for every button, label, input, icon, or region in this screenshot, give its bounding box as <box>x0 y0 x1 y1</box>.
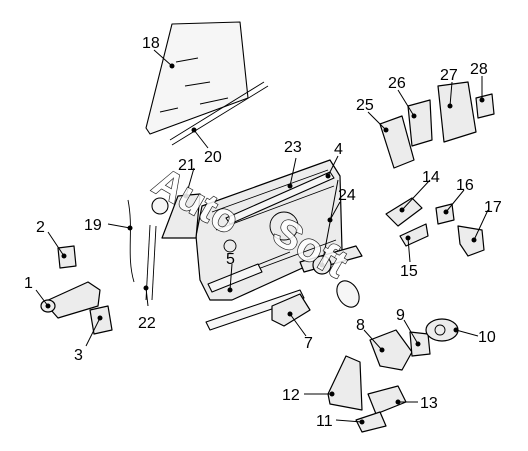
part-latch-assembly[interactable] <box>437 81 477 143</box>
part-mirror-trim[interactable] <box>161 193 201 239</box>
part-striker-plate[interactable] <box>425 318 459 342</box>
part-handle-grip[interactable] <box>355 411 387 433</box>
callout-1: 1 <box>24 275 33 292</box>
callout-19: 19 <box>84 217 102 234</box>
callout-20: 20 <box>204 149 222 166</box>
callout-26: 26 <box>388 75 406 92</box>
callout-24: 24 <box>338 187 356 204</box>
part-weatherstrip[interactable] <box>171 85 269 146</box>
part-upper-hinge[interactable] <box>57 245 77 269</box>
part-trim-plate[interactable] <box>379 115 415 169</box>
callout-labels: 1 2 3 4 5 6 7 8 9 10 11 12 13 14 15 16 1… <box>24 35 502 430</box>
callout-9: 9 <box>396 307 405 324</box>
callout-27: 27 <box>440 67 458 84</box>
callout-28: 28 <box>470 61 488 78</box>
leader-lines <box>35 49 489 423</box>
callout-16: 16 <box>456 177 474 194</box>
part-regulator-rail[interactable] <box>225 171 335 225</box>
leader-dots <box>45 63 485 425</box>
callout-4: 4 <box>334 141 343 158</box>
callout-18: 18 <box>142 35 160 52</box>
callout-23: 23 <box>284 139 302 156</box>
part-small-clip[interactable] <box>475 93 495 119</box>
callout-22: 22 <box>138 315 156 332</box>
part-lock-cylinder[interactable] <box>457 225 485 257</box>
callout-3: 3 <box>74 347 83 364</box>
callout-8: 8 <box>356 317 365 334</box>
callout-13: 13 <box>420 395 438 412</box>
part-inner-handle[interactable] <box>385 197 423 227</box>
callout-21: 21 <box>178 157 196 174</box>
part-outer-handle[interactable] <box>367 385 407 415</box>
part-small-bracket[interactable] <box>151 197 169 215</box>
callout-15: 15 <box>400 263 418 280</box>
callout-14: 14 <box>422 169 440 186</box>
part-handle-rod[interactable] <box>399 223 429 247</box>
part-front-seal[interactable] <box>127 199 135 283</box>
part-door-latch[interactable] <box>369 329 413 371</box>
callout-17: 17 <box>484 199 502 216</box>
callout-5: 5 <box>226 251 235 268</box>
part-trim-cover[interactable] <box>407 99 433 147</box>
callout-25: 25 <box>356 97 374 114</box>
part-window-glass[interactable] <box>145 21 249 135</box>
part-handle-bracket[interactable] <box>327 355 363 411</box>
part-lower-rail[interactable] <box>207 263 263 293</box>
callout-7: 7 <box>304 335 313 352</box>
part-block-bracket[interactable] <box>271 293 311 327</box>
callout-10: 10 <box>478 329 496 346</box>
callout-11: 11 <box>316 413 333 430</box>
callout-2: 2 <box>36 219 45 236</box>
part-lock-motor[interactable] <box>299 245 364 311</box>
callout-12: 12 <box>282 387 300 404</box>
